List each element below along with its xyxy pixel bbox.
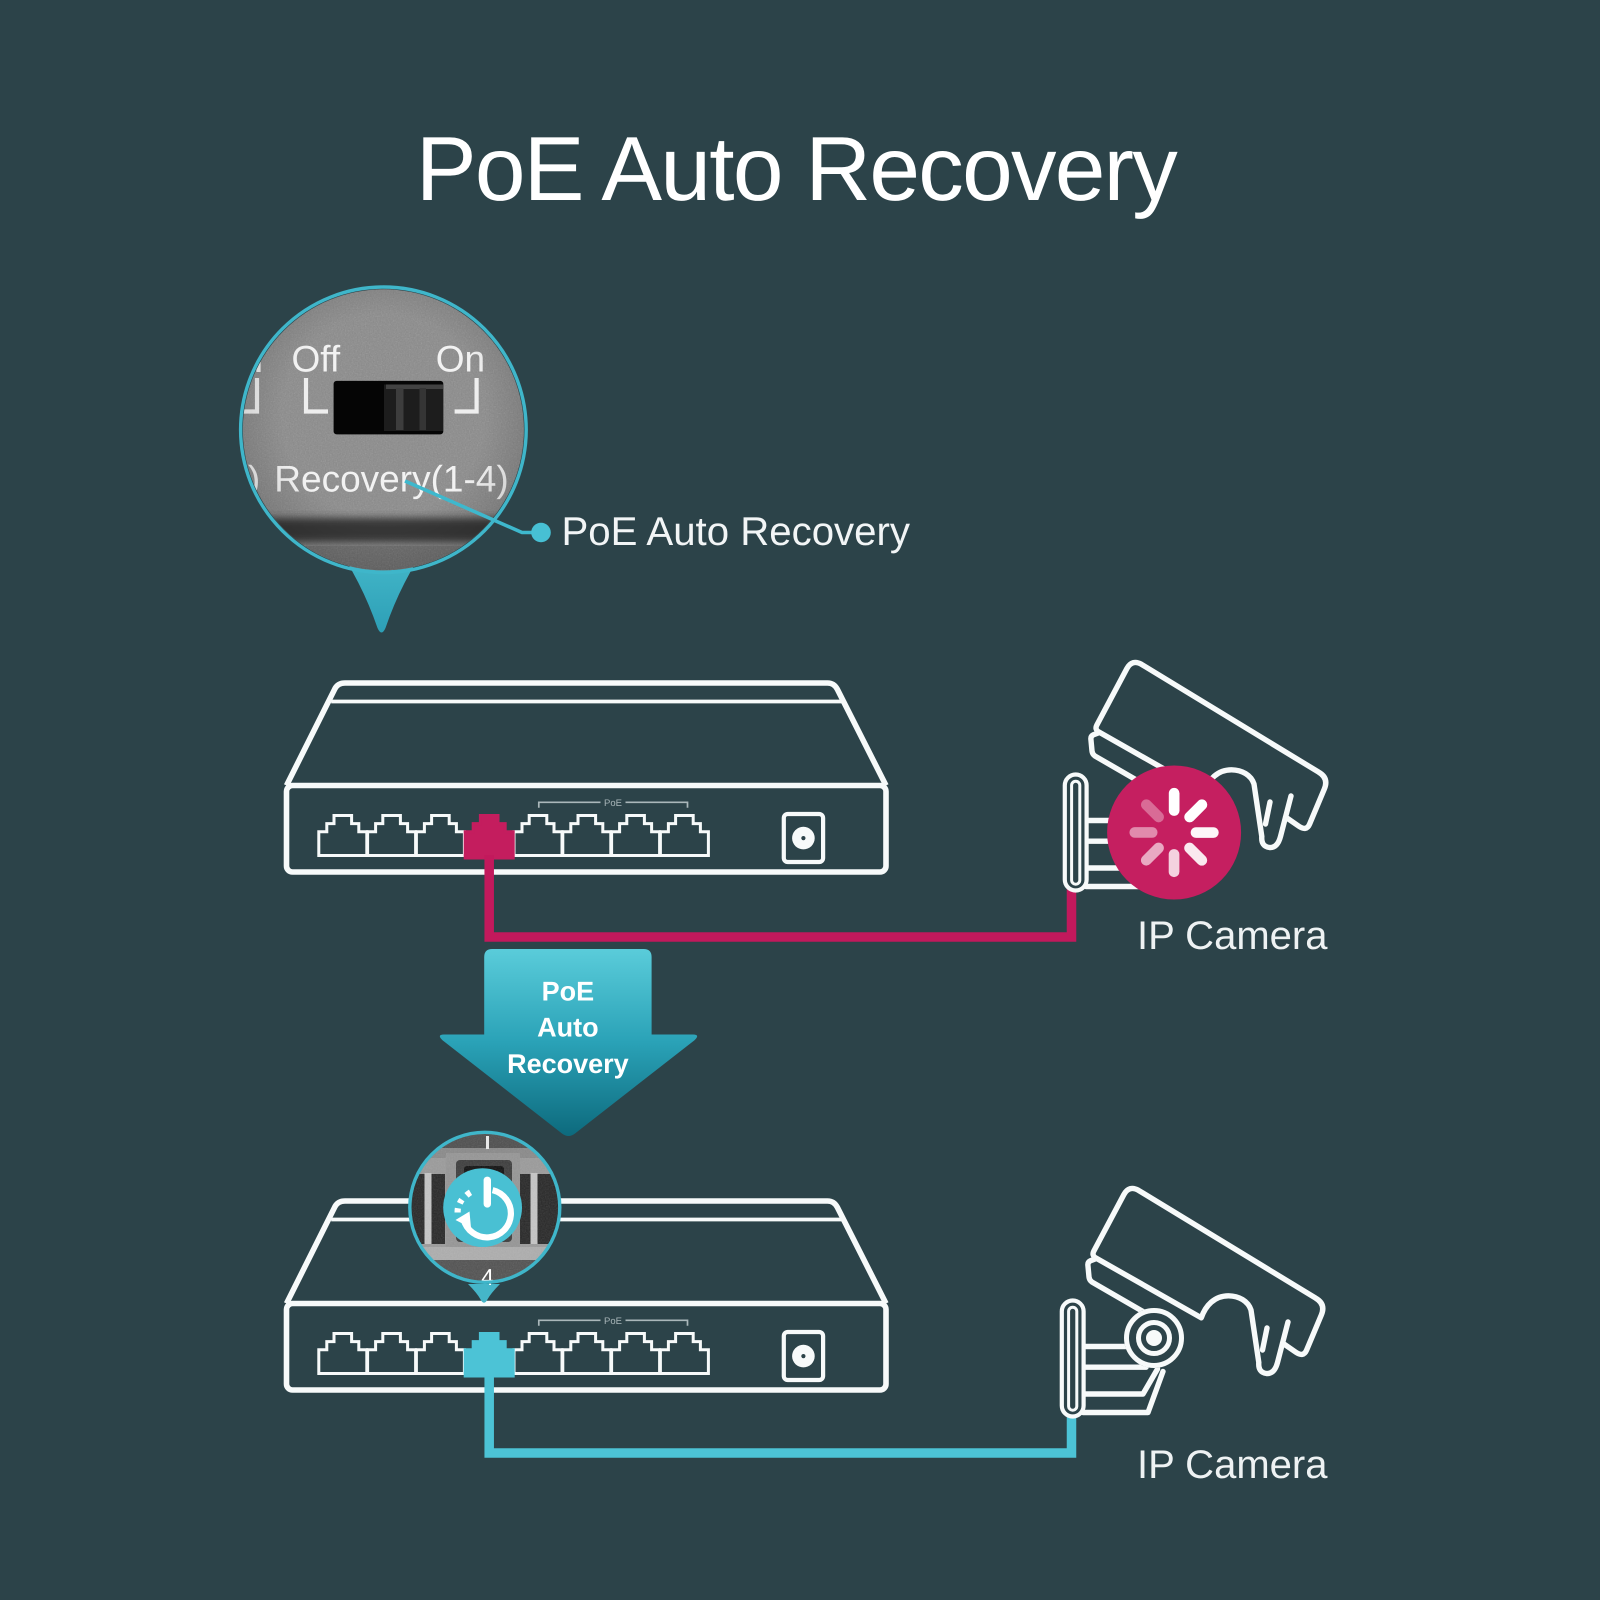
svg-text:PoE: PoE (542, 977, 595, 1007)
svg-text:Auto: Auto (537, 1013, 598, 1043)
svg-text:PoE Auto Recovery: PoE Auto Recovery (562, 509, 911, 554)
svg-text:Recovery: Recovery (507, 1049, 629, 1079)
svg-text:IP Camera: IP Camera (1137, 1443, 1328, 1487)
svg-text:IP Camera: IP Camera (1137, 914, 1328, 958)
svg-text:PoE Auto Recovery: PoE Auto Recovery (416, 119, 1178, 220)
svg-text:4: 4 (481, 1264, 494, 1290)
